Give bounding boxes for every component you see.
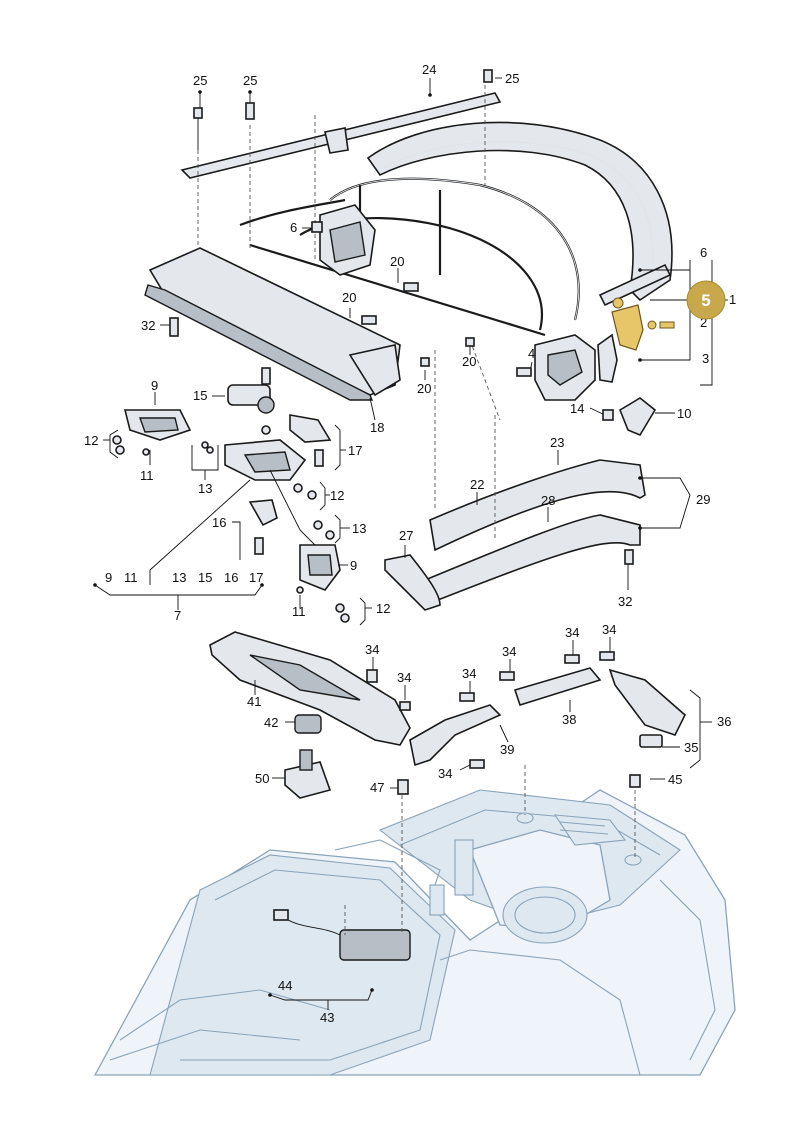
part-38	[513, 667, 602, 706]
label-34-e: 34	[462, 666, 476, 681]
label-row-17: 17	[249, 570, 263, 585]
part-41	[209, 631, 411, 746]
label-22: 22	[470, 477, 484, 492]
label-1: 1	[729, 292, 736, 307]
label-34-d: 34	[502, 644, 516, 659]
label-44: 44	[278, 978, 292, 993]
label-13-b: 13	[352, 521, 366, 536]
callout-number[interactable]: 5	[701, 291, 710, 310]
label-25-c: 25	[505, 71, 519, 86]
label-12-b: 12	[330, 488, 344, 503]
label-4: 4	[528, 346, 535, 361]
label-13-a: 13	[198, 481, 212, 496]
label-39: 39	[500, 742, 514, 757]
label-41: 41	[247, 694, 261, 709]
bracket-10	[619, 397, 657, 437]
label-38: 38	[562, 712, 576, 727]
highlight-callout-5[interactable]: 5	[686, 280, 726, 320]
label-10: 10	[677, 406, 691, 421]
part-36	[608, 668, 686, 748]
roof-frame	[239, 177, 580, 337]
label-36: 36	[717, 714, 731, 729]
label-34-a: 34	[565, 625, 579, 640]
label-34-f: 34	[397, 670, 411, 685]
bracket-2-parts	[611, 297, 675, 351]
label-6-b: 6	[700, 245, 707, 260]
label-20-a: 20	[390, 254, 404, 269]
leader-lines	[94, 77, 728, 1010]
label-6-a: 6	[290, 220, 297, 235]
label-9-a: 9	[151, 378, 158, 393]
roof-front-strip	[180, 92, 502, 179]
label-20-b: 20	[342, 290, 356, 305]
label-16: 16	[212, 515, 226, 530]
label-row-16: 16	[224, 570, 238, 585]
rear-bow-18	[144, 247, 401, 401]
label-row-11: 11	[124, 570, 138, 585]
label-24: 24	[422, 62, 436, 77]
label-15: 15	[193, 388, 207, 403]
part-43-44	[273, 909, 411, 961]
label-27: 27	[399, 528, 413, 543]
part-50	[284, 749, 332, 799]
label-32-b: 32	[618, 594, 632, 609]
label-3: 3	[702, 351, 709, 366]
label-34-b: 34	[602, 622, 616, 637]
mechanism-left	[123, 384, 341, 591]
label-43: 43	[320, 1010, 334, 1025]
label-12-c: 12	[376, 601, 390, 616]
label-32-a: 32	[141, 318, 155, 333]
callout-badge[interactable]	[686, 280, 726, 320]
label-23: 23	[550, 435, 564, 450]
part-42	[294, 714, 322, 734]
label-25-a: 25	[193, 73, 207, 88]
label-11-a: 11	[140, 468, 154, 483]
label-20-d: 20	[417, 381, 431, 396]
label-2: 2	[700, 315, 707, 330]
label-45: 45	[668, 772, 682, 787]
label-12-a: 12	[84, 433, 98, 448]
label-row-13: 13	[172, 570, 186, 585]
part-labels: 25 25 24 25 6 6 1 2 3 20 20 20 20 32 4 9…	[84, 62, 736, 1025]
label-50: 50	[255, 771, 269, 786]
label-7: 7	[174, 608, 181, 623]
hinge-4	[534, 333, 618, 401]
label-18: 18	[370, 420, 384, 435]
label-28: 28	[541, 493, 555, 508]
label-20-c: 20	[462, 354, 476, 369]
label-47: 47	[370, 780, 384, 795]
side-rail-strip	[598, 263, 672, 307]
leader-dots	[93, 90, 642, 997]
rear-seal-24	[366, 121, 673, 302]
label-9-b: 9	[350, 558, 357, 573]
part-39	[409, 704, 502, 767]
label-34-g: 34	[438, 766, 452, 781]
fasteners	[112, 69, 641, 795]
label-35: 35	[684, 740, 698, 755]
label-29: 29	[696, 492, 710, 507]
car-body	[93, 789, 736, 1076]
label-34-c: 34	[365, 642, 379, 657]
label-14: 14	[570, 401, 584, 416]
label-42: 42	[264, 715, 278, 730]
label-25-b: 25	[243, 73, 257, 88]
label-row-15: 15	[198, 570, 212, 585]
seals-22-23-28	[384, 459, 646, 611]
label-17: 17	[348, 443, 362, 458]
label-11-b: 11	[292, 604, 306, 619]
label-row-9: 9	[105, 570, 112, 585]
